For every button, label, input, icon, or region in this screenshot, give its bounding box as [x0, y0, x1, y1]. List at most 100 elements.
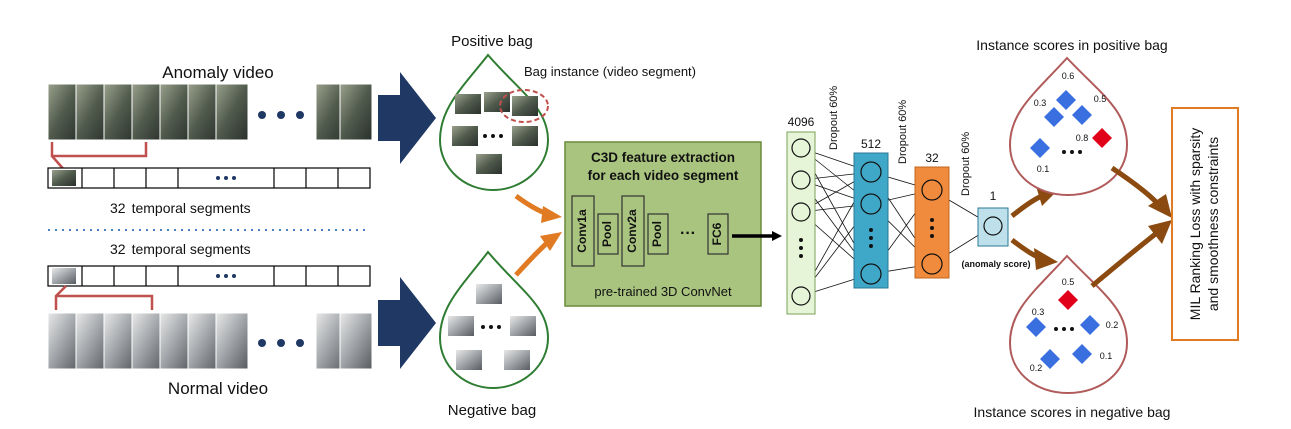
diamond-pos-5 — [1030, 138, 1050, 158]
brown-arrow-positive-to-loss — [1110, 165, 1172, 218]
normal-segment-bar-outline — [47, 265, 371, 287]
bag-instance-highlight — [499, 89, 549, 123]
normal-segment-bar — [47, 265, 371, 287]
anomaly-segment-bar-dot-3 — [232, 176, 236, 180]
orange-arrow-positive — [514, 193, 562, 223]
c3d-layer-5-box — [707, 213, 729, 255]
positive-scores-dots — [1062, 150, 1082, 154]
score-pos-1: 0.6 — [1062, 71, 1075, 81]
diamond-neg-5 — [1072, 344, 1092, 364]
normal-frame-5 — [159, 312, 193, 370]
layer-4096-size: 4096 — [788, 115, 815, 129]
normal-segment-bar-dot-2 — [224, 274, 228, 278]
normal-frame-4 — [131, 312, 165, 370]
output-layer-node-1 — [983, 216, 1003, 236]
score-neg-2: 0.3 — [1032, 307, 1045, 317]
c3d-layer-4-box — [647, 213, 669, 255]
anomaly-frame-tail-2 — [339, 83, 373, 141]
negative-bag-label: Negative bag — [448, 402, 536, 419]
score-pos-3: 0.5 — [1094, 94, 1107, 104]
diamond-pos-2 — [1044, 107, 1064, 127]
brown-arrow-to-negative — [1010, 238, 1058, 270]
layer-512-node-2 — [860, 193, 882, 215]
c3d-layer-1-box — [571, 195, 595, 267]
negative-bag-thumbnails — [448, 284, 536, 370]
mil-loss-line1: MIL Ranking Loss with sparsity — [1187, 128, 1203, 320]
score-neg-1: 0.5 — [1062, 277, 1075, 287]
c3d-layer-4-label: Pool — [650, 221, 664, 247]
layer-512-box — [853, 152, 889, 289]
anomaly-score-label: (anomaly score) — [961, 259, 1030, 269]
c3d-footer-label: pre-trained 3D ConvNet — [594, 284, 732, 299]
score-neg-3: 0.2 — [1106, 320, 1119, 330]
normal-video-dots — [258, 339, 304, 347]
normal-segment-bar-dot-1 — [216, 274, 220, 278]
output-layer-box — [977, 207, 1009, 247]
anomaly-frame-3 — [103, 83, 137, 141]
score-neg-5: 0.1 — [1100, 351, 1113, 361]
negative-bag-dots — [481, 325, 501, 329]
normal-video-label: Normal video — [168, 379, 268, 398]
normal-frame-6 — [187, 312, 221, 370]
bag-instance-label: Bag instance (video segment) — [524, 64, 696, 79]
normal-frame-3 — [103, 312, 137, 370]
anomaly-video-frames — [47, 83, 373, 141]
score-pos-2: 0.3 — [1034, 98, 1047, 108]
anomaly-frame-7 — [215, 83, 249, 141]
anomaly-segment-bar-dot-2 — [224, 176, 228, 180]
c3d-layer-1-label: Conv1a — [575, 209, 589, 253]
score-pos-4: 0.8 — [1076, 133, 1089, 143]
negative-scores-bag — [1008, 254, 1129, 395]
dropout-label-1: Dropout 60% — [828, 86, 840, 150]
diamond-neg-3 — [1080, 315, 1100, 335]
normal-segment-bar-dot-3 — [232, 274, 236, 278]
anomaly-segment-bar-dot-1 — [216, 176, 220, 180]
navy-arrow-anomaly — [378, 72, 436, 164]
dropout-label-3: Dropout 60% — [960, 132, 972, 196]
navy-arrow-normal — [378, 277, 436, 369]
normal-frame-7 — [215, 312, 249, 370]
anomaly-video-label: Anomaly video — [162, 63, 274, 82]
normal-frame-1 — [47, 312, 81, 370]
c3d-layer-2-box — [597, 213, 619, 255]
layer-4096-node-1 — [791, 138, 811, 158]
layer-4096-dots — [799, 238, 803, 258]
layer-512-size: 512 — [861, 137, 881, 151]
c3d-ellipsis: ··· — [680, 225, 696, 242]
output-layer-size: 1 — [990, 189, 997, 203]
diamond-pos-4 — [1092, 128, 1112, 148]
layer-4096-node-3 — [791, 202, 811, 222]
diamond-neg-4 — [1040, 349, 1060, 369]
anomaly-frame-5 — [159, 83, 193, 141]
c3d-layer-2-label: Pool — [600, 221, 614, 247]
c3d-layer-5-label: FC6 — [710, 222, 724, 245]
negative-scores-dots — [1054, 327, 1074, 331]
anomaly-video-dots — [258, 111, 304, 119]
layer-512-node-1 — [860, 161, 882, 183]
brown-arrow-negative-to-loss — [1090, 220, 1172, 288]
normal-video-frames — [47, 312, 373, 370]
normal-frame-2 — [75, 312, 109, 370]
orange-arrow-negative — [514, 232, 562, 277]
layer-512-node-3 — [860, 263, 882, 285]
layer-32-node-2 — [921, 253, 943, 275]
layer-4096-node-4 — [791, 286, 811, 306]
anomaly-segment-bar-outline — [47, 167, 371, 189]
positive-bag-shape — [438, 53, 550, 192]
diamond-pos-3 — [1072, 105, 1092, 125]
positive-bag-dots — [483, 134, 503, 138]
diamond-neg-2 — [1026, 317, 1046, 337]
diamond-pos-1 — [1056, 90, 1076, 110]
anomaly-frame-4 — [131, 83, 165, 141]
layer-32-box — [914, 166, 950, 279]
positive-score-diamonds: 0.6 0.3 0.5 0.8 0.1 — [1030, 71, 1112, 174]
layer-4096-box — [786, 131, 816, 315]
score-pos-5: 0.1 — [1037, 164, 1050, 174]
normal-segment-bar-thumb — [52, 268, 76, 284]
normal-frame-tail-2 — [339, 312, 373, 370]
mil-loss-box — [1171, 107, 1239, 341]
anomaly-frame-6 — [187, 83, 221, 141]
